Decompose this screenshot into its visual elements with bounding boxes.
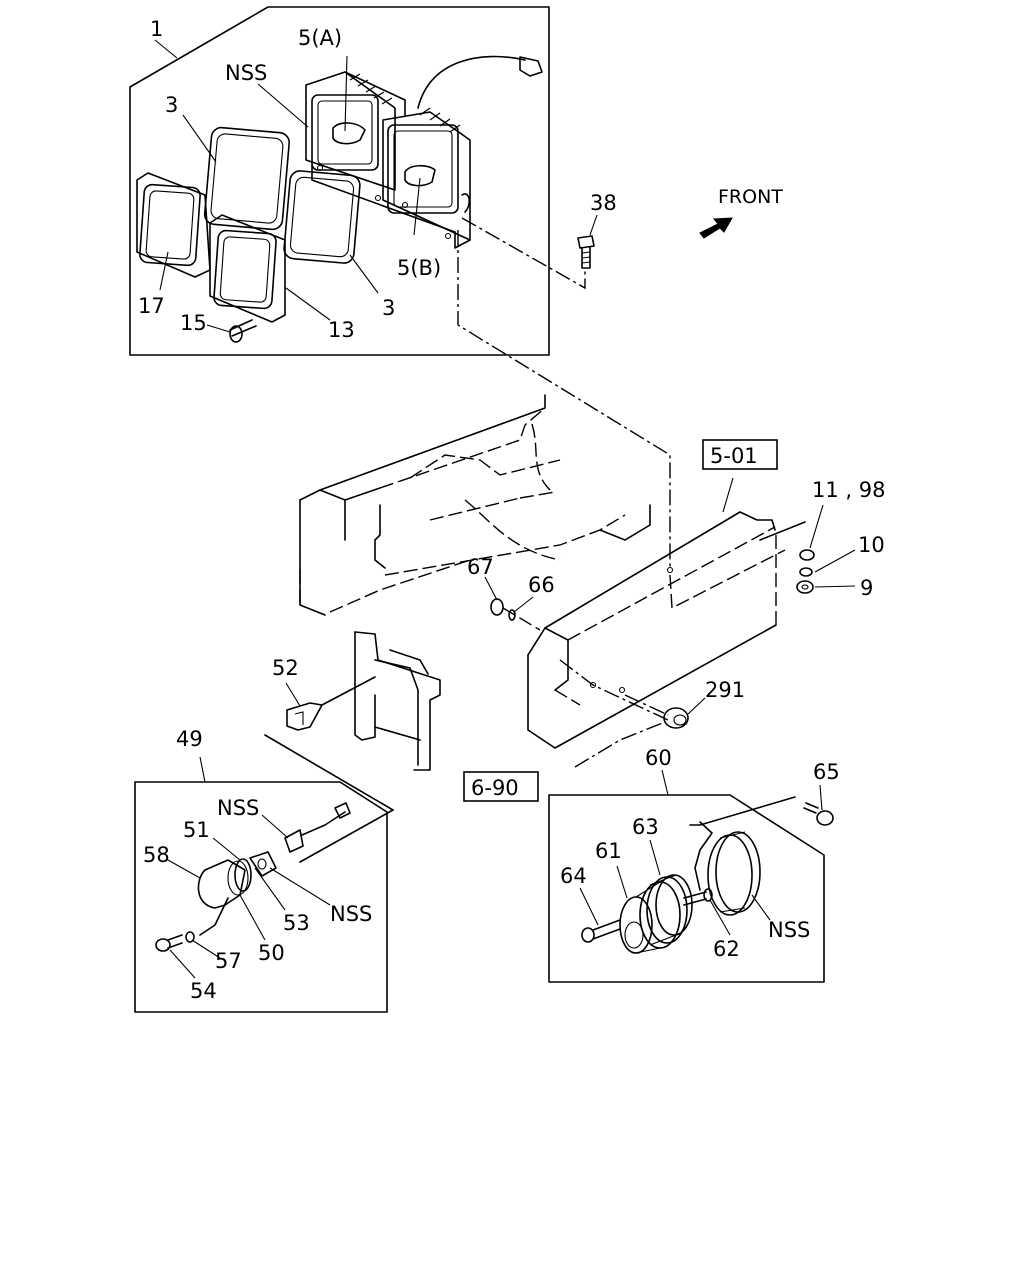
washer-11-98 [799,549,815,561]
lens-50 [234,858,252,892]
gasket-3-upper [203,126,291,231]
bezel-13 [209,214,286,323]
reference-box-5-01 [702,439,778,470]
screw-54 [155,934,183,952]
label-5b: 5(B) [397,256,441,280]
bezel-17 [136,172,211,278]
label-53: 53 [283,911,310,935]
lamp-socket-nss [284,802,351,853]
ref-label-6-90: 6-90 [471,776,519,800]
label-front: FRONT [718,186,783,208]
label-17: 17 [138,294,165,318]
front-bumper [299,394,806,749]
label-3-lower: 3 [382,296,395,320]
lamp-body-63 [639,874,693,949]
nut-67 [490,598,504,616]
label-10: 10 [858,533,885,557]
label-66: 66 [528,573,555,597]
reference-box-6-90 [463,771,539,802]
label-63: 63 [632,815,659,839]
label-49: 49 [176,727,203,751]
bracket-6-90 [354,631,441,771]
lamp-housing [305,71,471,249]
label-50: 50 [258,941,285,965]
label-51: 51 [183,818,210,842]
bulb-5b [404,164,436,236]
clip-52 [286,702,323,731]
label-60: 60 [645,746,672,770]
label-1: 1 [150,17,163,41]
label-13: 13 [328,318,355,342]
label-15: 15 [180,311,207,335]
label-5a: 5(A) [298,26,342,50]
label-57: 57 [215,949,242,973]
grommet-291 [663,707,689,729]
label-67: 67 [467,555,494,579]
headlamp-assembly-panel [129,6,598,356]
gasket-3-lower [283,170,361,264]
bulb-5a [332,55,366,145]
bolt-62 [683,888,713,906]
label-61: 61 [595,839,622,863]
lens-61 [619,881,661,954]
rim-nss [707,831,761,916]
label-291: 291 [705,678,745,702]
label-64: 64 [560,864,587,888]
label-52: 52 [272,656,299,680]
ref-label-5-01: 5-01 [710,444,758,468]
leader-bolt-38 [461,217,586,290]
front-direction-arrow [699,217,733,239]
label-3-upper: 3 [165,93,178,117]
side-lamp-panel [134,756,394,1013]
bolt-64 [581,919,621,943]
label-62: 62 [713,937,740,961]
bulb-58 [197,859,249,909]
fog-lamp-panel [548,769,834,983]
label-nss-rim: NSS [768,918,810,942]
label-9: 9 [860,576,873,600]
label-58: 58 [143,843,170,867]
ring-53 [249,851,277,877]
screw-15 [229,319,257,343]
harness-cable [417,55,526,109]
washer-57 [185,931,195,943]
label-54: 54 [190,979,217,1003]
label-11-98: 11 , 98 [812,478,885,502]
nut-9 [796,580,814,594]
leader-headlamp-to-bumper [457,230,671,568]
label-nss-socket: NSS [217,796,259,820]
label-38: 38 [590,191,617,215]
washer-10 [799,567,813,577]
harness-connector [519,56,543,77]
label-nss-top: NSS [225,61,267,85]
leader-bracket-to-sidelamp [264,734,394,811]
label-65: 65 [813,760,840,784]
bolt-65 [803,802,834,826]
label-nss-ring: NSS [330,902,372,926]
bolt-38 [577,235,595,269]
